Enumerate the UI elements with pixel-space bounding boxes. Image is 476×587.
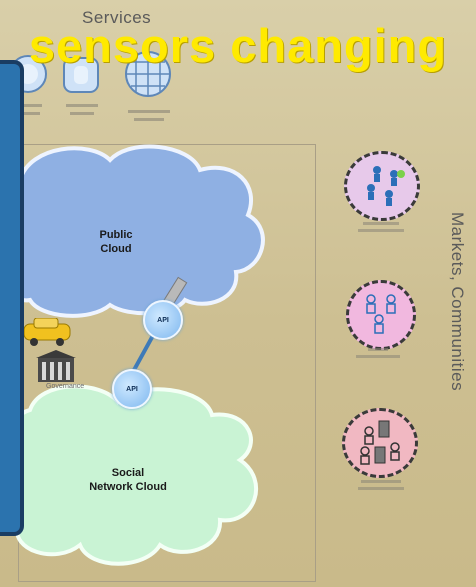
public-cloud-label: Public Cloud xyxy=(99,229,133,255)
public-cloud-shape xyxy=(5,144,265,318)
markets-communities-label: Markets, Communities xyxy=(448,212,467,392)
side-panel xyxy=(0,60,24,536)
social-cloud-label: Social Network Cloud xyxy=(89,467,167,493)
api-bottom-label: API xyxy=(126,385,138,393)
headline-caption: sensors changing xyxy=(28,19,448,72)
community-label-1 xyxy=(346,222,416,232)
governance-label: Governance xyxy=(46,383,85,390)
api-bottom-node: API xyxy=(112,369,152,409)
community-circle-3 xyxy=(342,408,418,478)
globe-grid-icon xyxy=(125,51,171,97)
community-label-3 xyxy=(346,480,416,490)
community-circle-2 xyxy=(346,280,416,350)
service-icon xyxy=(63,57,99,93)
users-icon xyxy=(366,294,396,334)
cloud-diagram xyxy=(0,144,265,566)
developers-icon xyxy=(360,420,400,465)
governance-building-icon xyxy=(36,350,76,382)
community-label-2 xyxy=(346,348,410,358)
api-top-label: API xyxy=(157,316,169,324)
people-icon xyxy=(367,166,405,206)
services-title: Services xyxy=(82,8,152,27)
community-circle-1 xyxy=(344,151,420,221)
left-icons xyxy=(23,318,76,382)
api-top-node: API xyxy=(143,300,183,340)
taxi-icon xyxy=(23,318,71,346)
